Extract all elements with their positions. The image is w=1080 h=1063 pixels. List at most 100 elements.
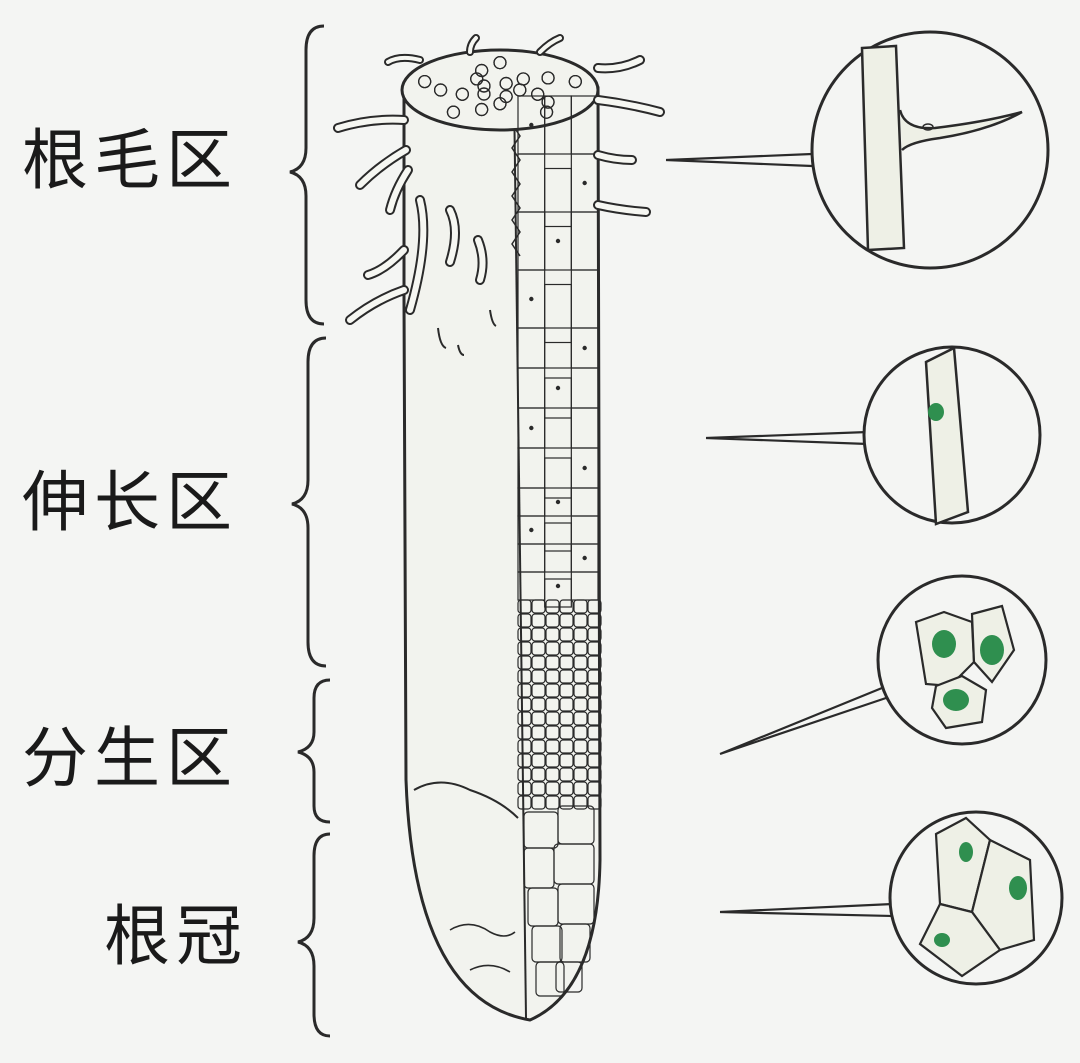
cell-nucleus-dot [582,465,587,471]
root-hair [595,97,663,115]
meristem-cell-texture [545,669,560,684]
magnified-circle [810,30,1050,270]
cell-nucleus-dot [529,296,534,302]
meristem-cell-texture [587,725,602,740]
cross-section-cell [516,72,530,86]
meristem-cell-texture [531,725,546,740]
callout-meristem [876,574,1048,746]
nucleus [934,933,950,947]
elongated-cell [924,346,970,526]
meristem-cell-texture [587,711,602,726]
root-cap-cell-texture [555,961,583,993]
root-hair [347,287,407,323]
meristem-cell-texture [559,627,574,642]
cross-section-cell [477,87,491,101]
root-hair [357,147,409,188]
meristem-cell-texture [573,711,588,726]
cell-nucleus-dot [555,583,561,589]
meristem-cell-texture [531,767,546,782]
root-cross-section [400,48,600,132]
root-cap-cell [918,902,1002,978]
meristem-cell-texture [517,795,532,810]
pointer-lines [665,152,893,918]
meristem-cell-texture [587,683,602,698]
meristem-cell-texture [559,655,574,670]
meristem-cell-texture [545,739,560,754]
zone-label-elongation: 伸长区 [22,464,238,541]
meristem-cell-texture [559,795,574,810]
meristem-cell-texture [531,655,546,670]
meristem-cell-texture [531,781,546,796]
cross-section-cell [418,74,432,89]
cross-section-cell [531,87,545,101]
meristem-cell-texture [531,711,546,726]
meristem-cell-texture [545,697,560,712]
root-hair-cell [860,44,906,252]
meristem-cell-texture [531,669,546,684]
cross-section-cell [493,56,507,70]
root-cap-wavy-line [449,923,516,937]
meristem-cell-texture [545,627,560,642]
meristem-cell-texture [531,697,546,712]
root-hair [468,36,478,54]
root-hair-fragment [437,327,447,349]
meristem-cell-texture [517,599,532,614]
root-cap-cell [970,838,1036,952]
meristem-cell-texture [573,725,588,740]
meristem-cell-texture [517,725,532,740]
meristem-cell-texture [559,753,574,768]
meristem-cell-texture [559,683,574,698]
brace-meristem [297,678,331,824]
brace-root-hair [289,24,325,326]
meristem-cell-texture [517,739,532,754]
meristem-cell-texture [559,739,574,754]
nucleus [1009,876,1027,900]
cell-nucleus-dot [529,425,534,431]
nucleus [932,630,956,658]
cross-section-cell [541,71,555,85]
brace-root-cap [297,832,331,1038]
root-hair [595,202,649,215]
meristem-cell-texture [545,655,560,670]
nucleus [922,123,934,131]
zone-braces [289,24,331,1038]
root-hair [387,167,411,213]
meristem-cell-texture [573,739,588,754]
meristem-cell-texture [531,627,546,642]
meristem-cell-texture [517,781,532,796]
meristem-cell-texture [545,781,560,796]
cross-section-cell [493,97,507,111]
brace-elongation [291,336,327,668]
meristem-cell-texture [587,599,602,614]
meristem-cell-texture [559,613,574,628]
meristem-cell-texture [587,627,602,642]
meristem-cell-texture [573,697,588,712]
meristem-cell-texture [517,711,532,726]
meristem-cell-texture [559,767,574,782]
root-hair [335,116,407,131]
meristem-cell-texture [545,641,560,656]
meristem-cell-texture [517,627,532,642]
cross-section-cell [475,63,489,78]
meristem-cell-texture [573,613,588,628]
cell-nucleus-dot [555,238,561,244]
meristem-cell-texture [587,641,602,656]
pointer-meristem [719,686,887,756]
root-hair [386,55,422,64]
meristem-cell-texture [559,711,574,726]
meristem-cell-texture [517,767,532,782]
callout-elongation [862,345,1042,526]
zone-label-root-hair: 根毛区 [22,122,238,199]
meristem-cell-texture [573,753,588,768]
cell-nucleus-dot [529,527,534,533]
cell-grid [517,95,602,997]
nucleus [943,689,969,711]
root-hair [538,36,562,54]
meristem-cell-texture [559,669,574,684]
cross-section-cell [434,83,448,97]
meristem-cell-texture [573,655,588,670]
meristem-cell-texture [545,683,560,698]
meristem-cell-texture [531,795,546,810]
meristem-cell-texture [573,641,588,656]
